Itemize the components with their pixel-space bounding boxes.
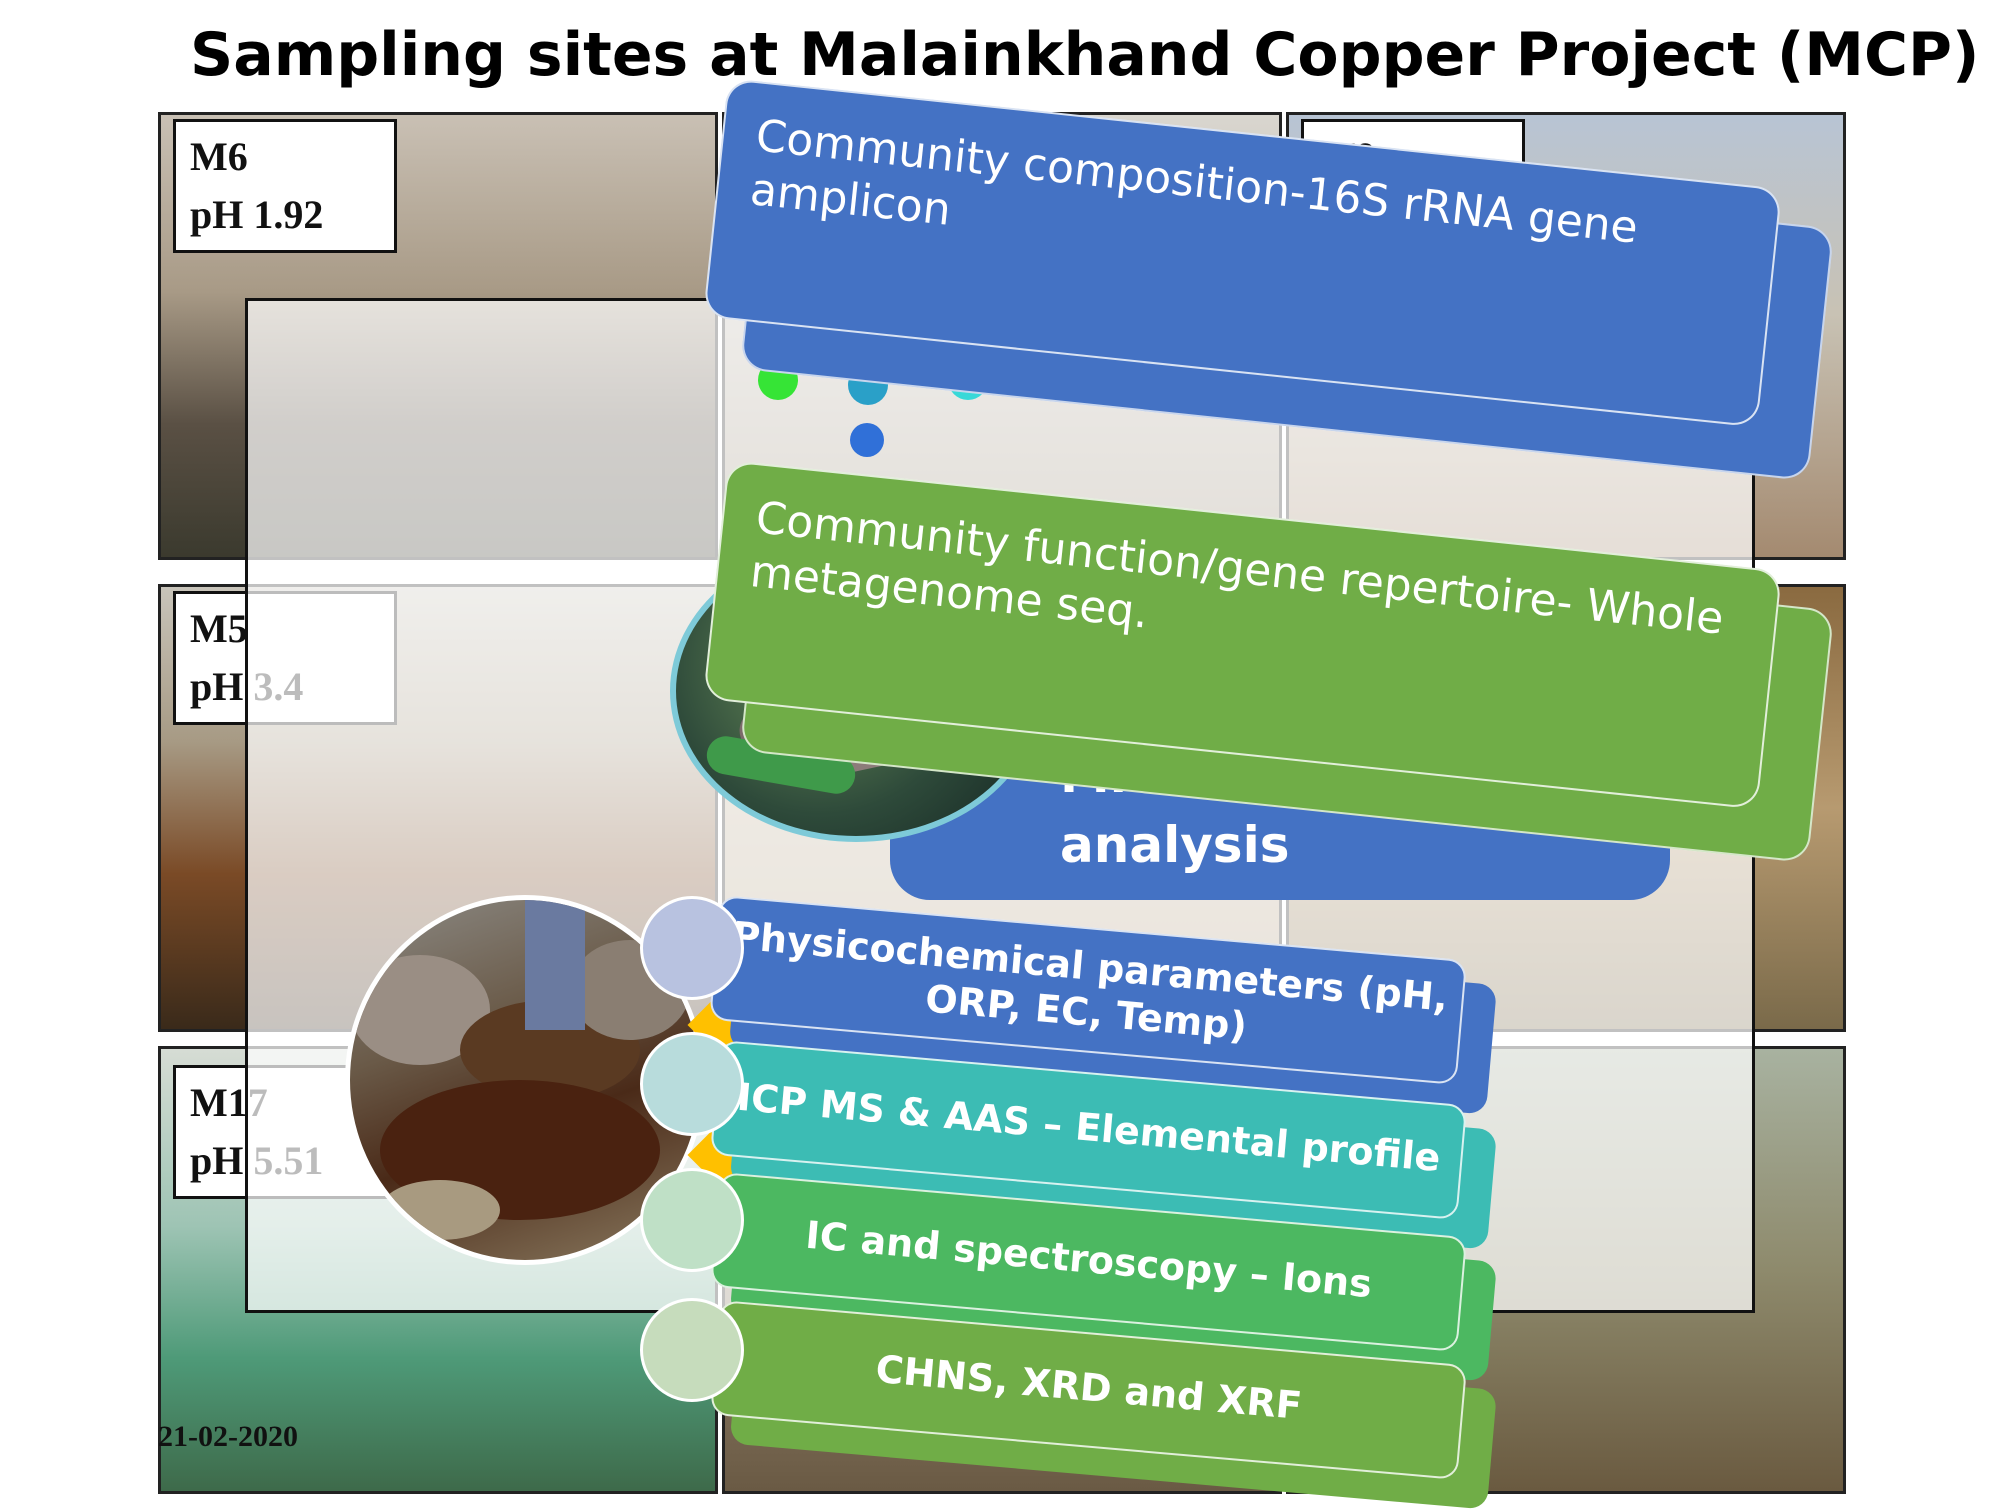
step-bubble-blue <box>640 896 744 1000</box>
step-bubble-emerald <box>640 1168 744 1272</box>
slide-title: Sampling sites at Malainkhand Copper Pro… <box>190 20 1980 90</box>
slide-date: 21-02-2020 <box>158 1420 298 1453</box>
step-label: CHNS, XRD and XRF <box>873 1346 1304 1429</box>
site-ph: pH 1.92 <box>190 192 324 237</box>
site-id: M5 <box>190 606 248 651</box>
decorative-dot <box>850 423 884 457</box>
rock-stream-illustration <box>350 900 690 1240</box>
site-label-m6: M6 pH 1.92 <box>173 119 397 253</box>
site-id: M6 <box>190 134 248 179</box>
step-bubble-teal <box>640 1032 744 1136</box>
step-label: IC and spectroscopy – Ions <box>803 1212 1374 1307</box>
sampling-rock-image <box>345 895 705 1265</box>
step-bubble-green <box>640 1298 744 1402</box>
